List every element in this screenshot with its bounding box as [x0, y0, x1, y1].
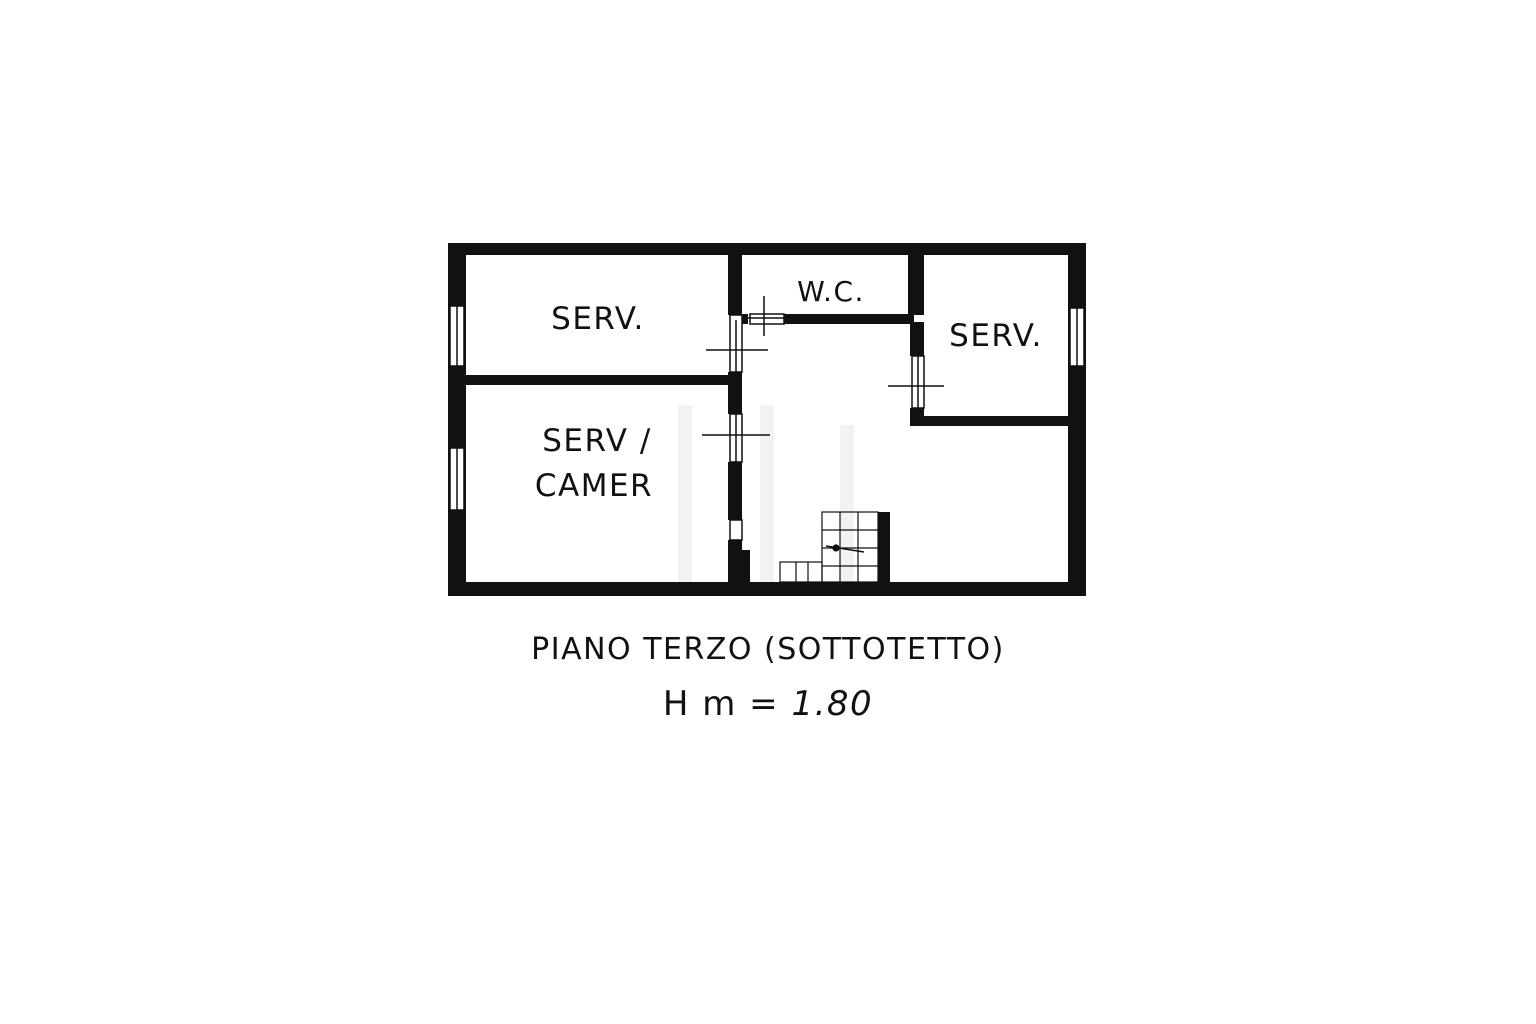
- ceiling-height-prefix: H m =: [662, 684, 780, 724]
- room-label-serv-camer-line1: SERV /: [542, 423, 652, 459]
- watermark: [678, 405, 854, 595]
- windows: [449, 305, 1085, 511]
- wall-vertical-left-lower: [728, 462, 742, 520]
- wall-vertical-left-upper: [728, 255, 742, 315]
- room-label-wc: W.C.: [797, 275, 865, 308]
- outer-wall-bottom: [448, 582, 1086, 596]
- wall-serv-right-left-upper: [910, 322, 924, 356]
- ceiling-height: H m = 1.80: [0, 684, 1536, 724]
- outer-wall-top: [448, 243, 1086, 255]
- staircase: [779, 511, 879, 583]
- wall-wc-right: [908, 255, 924, 315]
- outer-wall-right: [1068, 243, 1086, 596]
- window-left-lower: [449, 447, 465, 511]
- interior-walls: [466, 255, 1068, 582]
- doors: [702, 296, 944, 541]
- door-wc: [744, 296, 785, 336]
- room-label-serv-camer-line2: CAMER: [535, 468, 653, 504]
- door-lower-left: [729, 519, 743, 541]
- door-serv-camer: [702, 413, 770, 463]
- wall-vertical-left-mid: [728, 372, 742, 414]
- door-serv-right: [888, 355, 944, 409]
- ceiling-height-value: 1.80: [791, 684, 874, 724]
- wall-stair-right: [878, 512, 890, 582]
- room-label-serv-top-left: SERV.: [551, 301, 645, 337]
- plan-title: PIANO TERZO (SOTTOTETTO): [531, 632, 1005, 667]
- wall-left-rooms-divider: [466, 375, 728, 385]
- window-right: [1069, 307, 1085, 367]
- wall-wc-bottom: [784, 314, 914, 324]
- wall-stair-left: [742, 550, 750, 582]
- outer-wall-left: [448, 243, 466, 596]
- wall-serv-right-bottom: [910, 416, 1068, 426]
- room-label-serv-right: SERV.: [949, 318, 1043, 354]
- wall-wc-left-stub: [742, 314, 748, 324]
- door-serv-top-left: [706, 314, 768, 373]
- wall-vertical-left-bottom: [728, 540, 742, 582]
- window-left-upper: [449, 305, 465, 367]
